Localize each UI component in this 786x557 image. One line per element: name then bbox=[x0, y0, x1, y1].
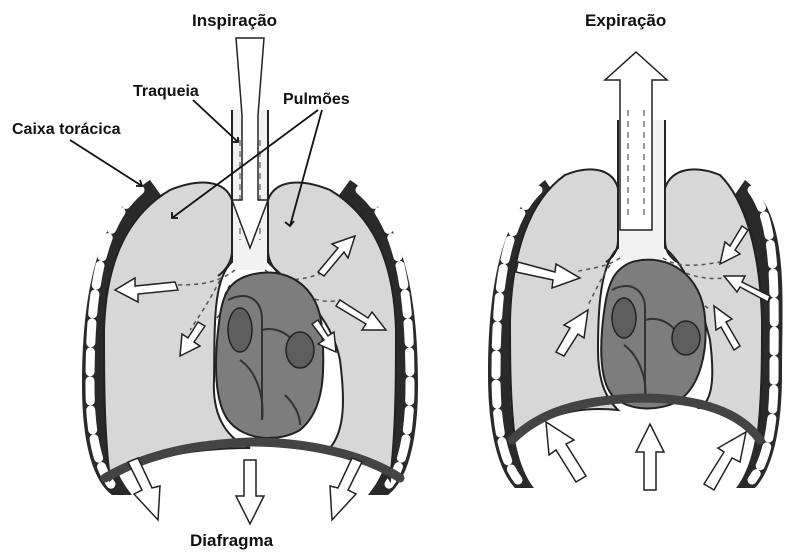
ribcage-label: Caixa torácica bbox=[12, 121, 121, 138]
diaphragm-up-arrow-left bbox=[546, 422, 586, 482]
lungs-label: Pulmões bbox=[283, 91, 350, 108]
diaphragm-arrow-right bbox=[330, 458, 362, 520]
diaphragm-label: Diafragma bbox=[190, 531, 274, 550]
expiration-label: Expiração bbox=[585, 11, 666, 30]
expiration-figure: Expiração bbox=[488, 11, 783, 490]
trachea-label: Traqueia bbox=[133, 83, 199, 100]
diaphragm-up-arrow-right bbox=[704, 432, 746, 490]
inspiration-label: Inspiração bbox=[192, 11, 277, 30]
diaphragm-up-arrow-center bbox=[636, 424, 664, 490]
inspiration-figure: Inspiração Traqueia Pulmões Caixa toráci… bbox=[12, 11, 418, 550]
diaphragm-arrow-left bbox=[128, 458, 160, 520]
diaphragm-arrow-center bbox=[236, 460, 264, 524]
